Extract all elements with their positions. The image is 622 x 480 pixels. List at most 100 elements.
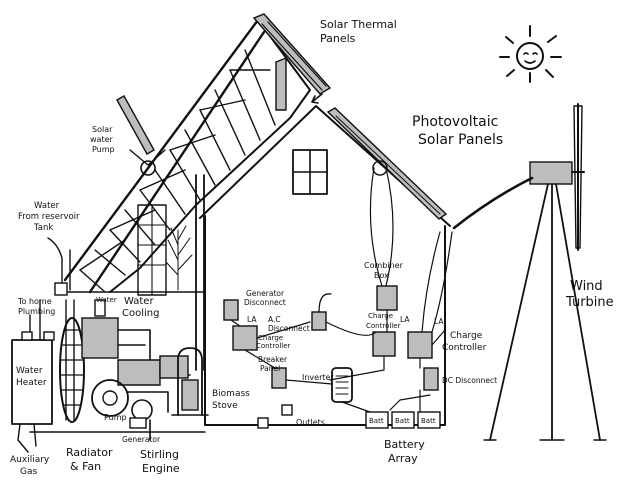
wiring <box>230 167 453 413</box>
outlets-label: Outlets <box>296 418 325 427</box>
breaker-panel-box <box>271 367 287 389</box>
inverter-box <box>331 367 353 403</box>
la-right-label: LA <box>434 317 444 326</box>
battery-array <box>365 411 441 429</box>
greenhouse-glass <box>137 204 167 296</box>
svg-text:Battery: Battery <box>384 438 425 451</box>
generator-disconnect-label: Generator Disconnect <box>244 289 286 307</box>
breaker-panel-label: Breaker Panel <box>258 355 288 373</box>
svg-text:Solar Panels: Solar Panels <box>418 132 503 148</box>
wind-turbine <box>452 103 607 441</box>
svg-text:Stirling: Stirling <box>140 448 179 461</box>
ac-disconnect-box <box>311 293 332 331</box>
svg-text:Water: Water <box>124 296 154 307</box>
svg-text:Panel: Panel <box>260 364 280 373</box>
svg-text:Radiator: Radiator <box>66 446 113 459</box>
svg-text:A.C: A.C <box>268 315 281 324</box>
radiator-fan-label: Radiator & Fan <box>66 446 113 473</box>
svg-text:Charge: Charge <box>368 312 393 320</box>
svg-text:Plumbing: Plumbing <box>18 307 55 316</box>
solar-water-pump-panel <box>116 95 166 176</box>
battery-cell-label-3: Batt <box>421 417 436 425</box>
svg-text:Combiner: Combiner <box>364 261 404 270</box>
svg-text:& Fan: & Fan <box>70 460 101 473</box>
svg-text:Turbine: Turbine <box>565 295 614 310</box>
svg-text:Water: Water <box>34 201 60 211</box>
water-from-reservoir-label: Water From reservoir Tank <box>18 201 80 233</box>
svg-text:Tank: Tank <box>33 223 53 233</box>
photovoltaic-label: Photovoltaic Solar Panels <box>412 114 503 148</box>
svg-text:Controller: Controller <box>256 342 291 350</box>
stirling-engine-label: Stirling Engine <box>140 448 180 475</box>
svg-text:Stove: Stove <box>212 401 238 411</box>
svg-text:Heater: Heater <box>16 378 47 388</box>
solar-thermal-label: Solar Thermal Panels <box>320 18 397 45</box>
water-heater-label: Water Heater <box>16 366 47 388</box>
water-cooling-label: Water Cooling <box>122 296 159 319</box>
la-combiner-label: LA <box>400 315 410 324</box>
svg-text:Array: Array <box>388 452 418 465</box>
dc-disconnect-box <box>423 367 439 391</box>
to-home-plumbing-label: To home Plumbing <box>17 297 55 316</box>
battery-array-label: Battery Array <box>384 438 425 465</box>
ac-disconnect-label: A.C Disconnect <box>268 315 310 333</box>
svg-text:Engine: Engine <box>142 462 180 475</box>
arrow-icon <box>311 93 323 104</box>
photovoltaic-panels <box>326 107 448 220</box>
svg-text:Charge: Charge <box>450 331 483 341</box>
pump-icon <box>129 417 147 429</box>
radiator-fan <box>59 317 85 423</box>
auxiliary-gas-label: Auxiliary Gas <box>10 455 50 477</box>
svg-text:To home: To home <box>17 297 52 306</box>
svg-text:Disconnect: Disconnect <box>244 298 286 307</box>
svg-text:Breaker: Breaker <box>258 355 288 364</box>
battery-cell-label-2: Batt <box>395 417 410 425</box>
svg-text:Photovoltaic: Photovoltaic <box>412 114 498 130</box>
charge-controller-mid-label: Charge Controller <box>366 312 401 330</box>
pump-label: Pump <box>104 413 127 422</box>
combiner-box <box>376 285 398 311</box>
svg-text:Generator: Generator <box>246 289 285 298</box>
battery-cell-label-1: Batt <box>369 417 384 425</box>
plant-tree <box>165 225 193 291</box>
svg-text:Solar Thermal: Solar Thermal <box>320 18 397 31</box>
charge-controller-mid-box <box>372 331 396 357</box>
stirling-engine <box>91 355 191 441</box>
wind-turbine-label: Wind Turbine <box>565 279 614 310</box>
generator-disconnect-box <box>223 299 239 321</box>
water-cooling-unit <box>81 299 161 386</box>
charge-controller-right-label: Charge Controller <box>442 331 487 353</box>
generator-label: Generator <box>122 435 161 444</box>
house-window <box>292 149 328 195</box>
solar-thermal-truss <box>63 13 332 371</box>
svg-text:Wind: Wind <box>570 279 603 294</box>
charge-controller-left-box <box>232 325 258 351</box>
svg-text:Box: Box <box>374 271 389 280</box>
biomass-stove <box>171 347 209 416</box>
water-small-label: Water <box>96 296 117 304</box>
solar-water-pump-label: Solar water Pump <box>90 125 115 154</box>
charge-controller-left-label: Charge Controller <box>256 334 291 350</box>
water-heater <box>11 331 55 453</box>
svg-text:Disconnect: Disconnect <box>268 324 310 333</box>
svg-text:From reservoir: From reservoir <box>18 212 80 222</box>
svg-text:Gas: Gas <box>20 467 37 477</box>
svg-text:Solar: Solar <box>92 125 113 134</box>
svg-text:Pump: Pump <box>92 145 115 154</box>
svg-text:Charge: Charge <box>258 334 283 342</box>
svg-text:Panels: Panels <box>320 32 356 45</box>
outlet-icon <box>257 404 293 429</box>
dc-disconnect-label: DC Disconnect <box>442 376 497 385</box>
inverter-label: Inverter <box>302 373 334 382</box>
svg-text:water: water <box>90 135 114 144</box>
svg-text:Cooling: Cooling <box>122 308 159 319</box>
svg-text:Biomass: Biomass <box>212 389 250 399</box>
la-ac-label: LA <box>247 315 257 324</box>
sun-icon <box>499 25 562 83</box>
svg-text:Controller: Controller <box>442 343 487 353</box>
charge-controller-right-box <box>407 331 433 359</box>
biomass-stove-label: Biomass Stove <box>212 389 250 411</box>
svg-text:Water: Water <box>16 366 43 376</box>
svg-text:Auxiliary: Auxiliary <box>10 455 50 465</box>
